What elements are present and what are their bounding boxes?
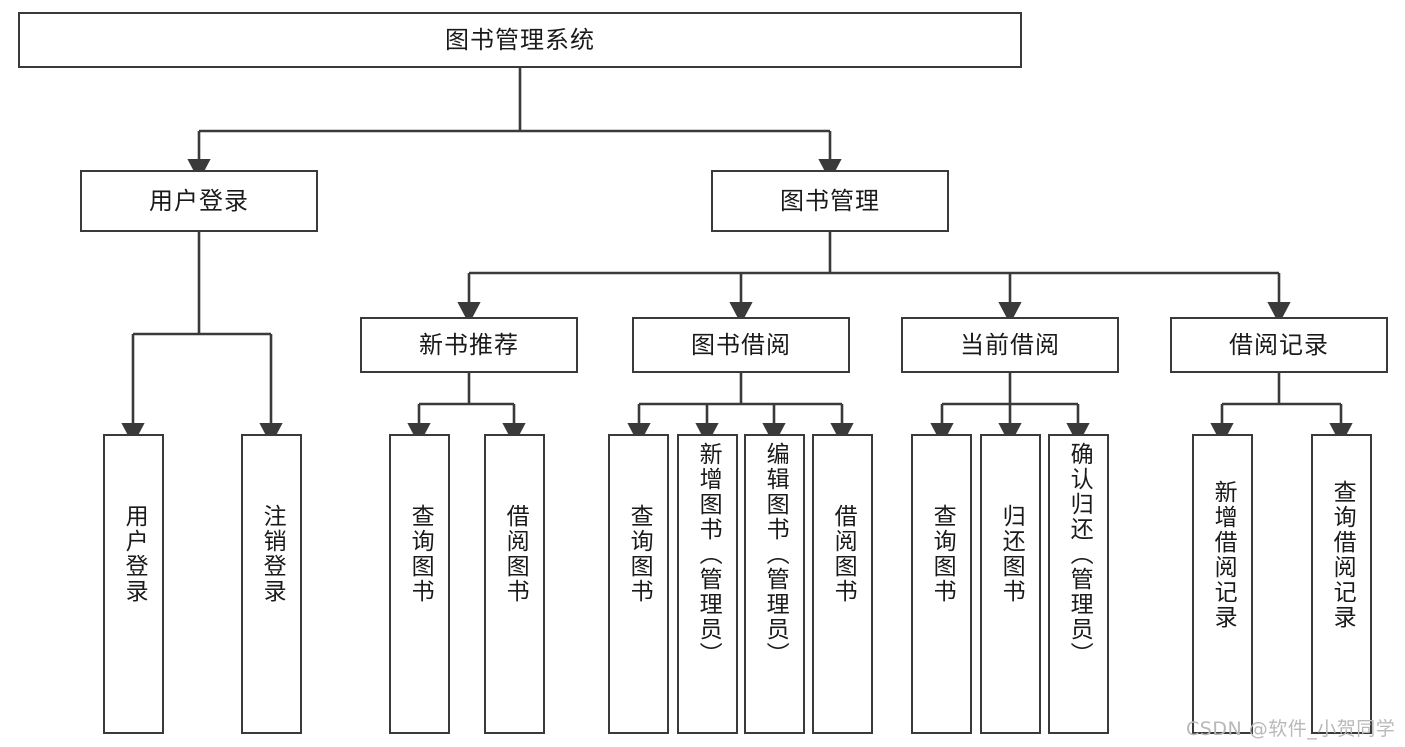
node-book-manage[interactable]: 图书管理 [711,170,949,232]
leaf-query-book-1[interactable]: 查询图书 [389,434,450,734]
leaf-borrow-book-1[interactable]: 借阅图书 [484,434,545,734]
node-borrow-record-label: 借阅记录 [1229,331,1329,359]
leaf-add-record-label: 新增借阅记录 [1210,480,1237,630]
leaf-logout[interactable]: 注销登录 [241,434,302,734]
leaf-query-book-3[interactable]: 查询图书 [911,434,972,734]
leaf-query-book-2[interactable]: 查询图书 [608,434,669,734]
leaf-confirm-return[interactable]: 确认归还（管理员） [1048,434,1109,734]
node-new-book-recommend[interactable]: 新书推荐 [360,317,578,373]
node-current-borrow[interactable]: 当前借阅 [901,317,1119,373]
leaf-query-record[interactable]: 查询借阅记录 [1311,434,1372,734]
leaf-query-book-3-label: 查询图书 [929,504,956,604]
leaf-edit-book-label: 编辑图书（管理员） [762,442,789,667]
leaf-borrow-book-2-label: 借阅图书 [830,504,857,604]
leaf-query-record-label: 查询借阅记录 [1329,480,1356,630]
leaf-user-login[interactable]: 用户登录 [103,434,164,734]
leaf-query-book-2-label: 查询图书 [626,504,653,604]
node-user-login[interactable]: 用户登录 [80,170,318,232]
node-book-manage-label: 图书管理 [780,187,880,215]
node-new-book-recommend-label: 新书推荐 [419,331,519,359]
leaf-query-book-1-label: 查询图书 [407,504,434,604]
leaf-borrow-book-1-label: 借阅图书 [502,504,529,604]
leaf-user-login-label: 用户登录 [121,504,148,604]
leaf-confirm-return-label: 确认归还（管理员） [1066,442,1093,667]
node-book-borrow[interactable]: 图书借阅 [632,317,850,373]
node-root[interactable]: 图书管理系统 [18,12,1022,68]
leaf-logout-label: 注销登录 [259,504,286,604]
leaf-add-book[interactable]: 新增图书（管理员） [677,434,738,734]
node-user-login-label: 用户登录 [149,187,249,215]
leaf-return-book[interactable]: 归还图书 [980,434,1041,734]
leaf-borrow-book-2[interactable]: 借阅图书 [812,434,873,734]
leaf-add-record[interactable]: 新增借阅记录 [1192,434,1253,734]
leaf-add-book-label: 新增图书（管理员） [695,442,722,667]
leaf-edit-book[interactable]: 编辑图书（管理员） [744,434,805,734]
watermark: CSDN @软件_小贺同学 [1186,718,1396,740]
node-current-borrow-label: 当前借阅 [960,331,1060,359]
leaf-return-book-label: 归还图书 [998,504,1025,604]
node-root-label: 图书管理系统 [445,26,595,54]
node-borrow-record[interactable]: 借阅记录 [1170,317,1388,373]
node-book-borrow-label: 图书借阅 [691,331,791,359]
